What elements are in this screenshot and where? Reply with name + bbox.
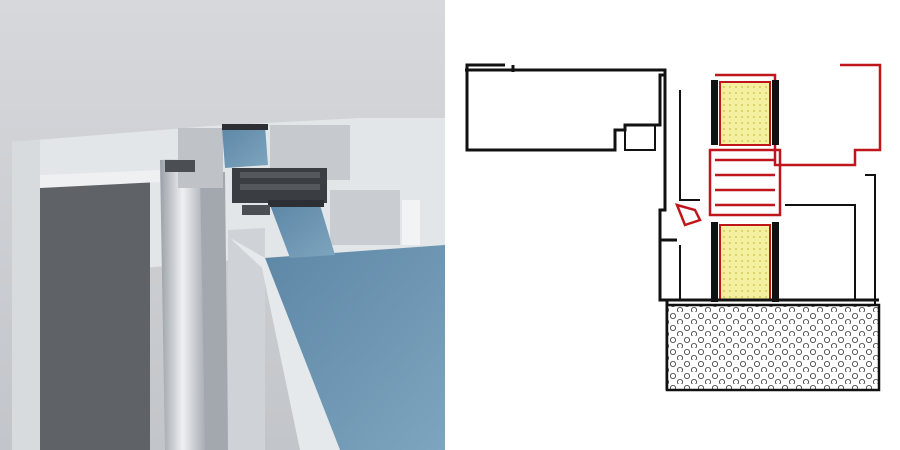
glazing-insulation-bottom	[719, 224, 771, 301]
thermal-break-rib-2	[240, 184, 320, 190]
outer-frame-profile	[465, 63, 677, 390]
screw-port	[242, 205, 270, 215]
profile-side	[200, 172, 228, 450]
mullion-face	[40, 180, 150, 450]
thermal-break-rib-1	[240, 172, 320, 178]
mullion-edge	[12, 140, 40, 450]
section-illustration	[465, 63, 882, 392]
mullion-top-lip	[40, 170, 160, 188]
gasket-top	[222, 124, 268, 130]
glass-lower	[270, 205, 335, 258]
clip-detail	[165, 160, 195, 172]
profile-cross-section-drawing	[445, 0, 900, 450]
gasket-lower	[268, 200, 324, 207]
concrete-sill	[665, 303, 881, 392]
glass-pane	[265, 245, 445, 450]
glazing-beads	[711, 80, 779, 302]
profile-3d-render	[0, 0, 445, 450]
sash-side	[228, 228, 265, 450]
cavity-3	[330, 190, 400, 245]
render-illustration	[0, 0, 445, 450]
sash-bevel	[230, 238, 340, 450]
vertical-profile	[160, 158, 205, 450]
cavity-1	[178, 128, 223, 188]
edge-lip	[402, 200, 420, 245]
glass-top	[222, 126, 268, 168]
glazing-insulation-top	[719, 81, 771, 146]
